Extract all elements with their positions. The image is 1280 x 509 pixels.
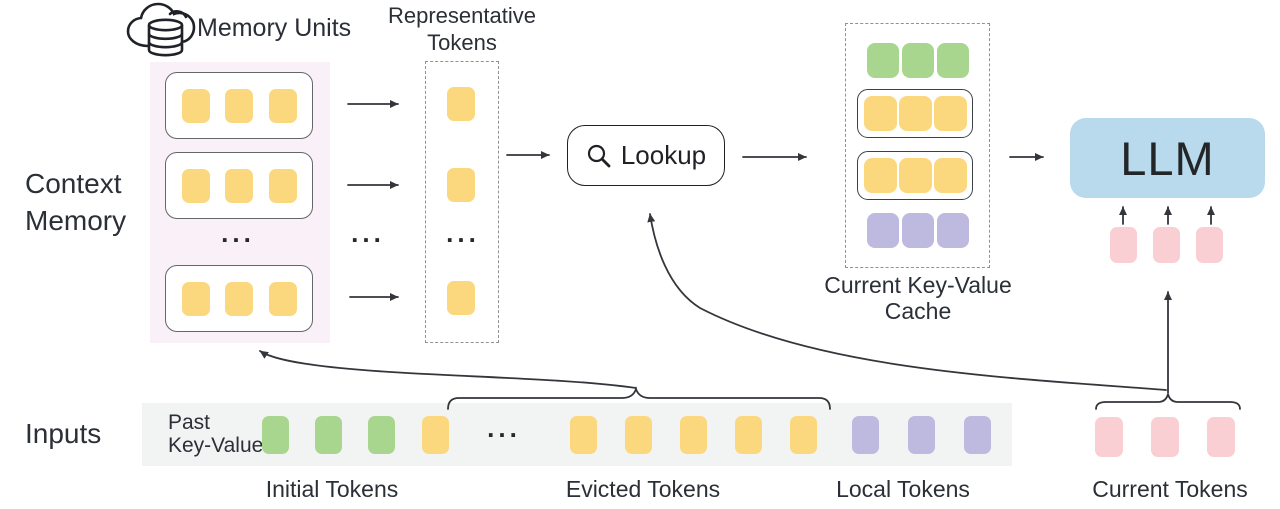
- evicted-tokens-label: Evicted Tokens: [565, 476, 721, 502]
- llm-input-token-group: [1110, 227, 1223, 263]
- representative-token-1: [447, 168, 475, 202]
- evicted-token-3: [680, 416, 707, 454]
- local-token-group: [852, 416, 991, 454]
- evicted-token-group-right: [570, 416, 817, 454]
- current-tokens-label: Current Tokens: [1092, 476, 1248, 502]
- database-top: [147, 18, 184, 32]
- current-kv-cache-box: [845, 23, 990, 268]
- cache-row-retrieved-2: [857, 151, 973, 200]
- evicted-token-4: [735, 416, 762, 454]
- cache-initial-token-3: [936, 43, 969, 78]
- current-tokens-brace: [1095, 393, 1241, 410]
- memory-unit-token-3: [268, 168, 297, 203]
- current-token-3: [1207, 417, 1235, 457]
- cache-local-token-2: [901, 213, 934, 248]
- arrow-evicted-to-context-memory: [259, 350, 637, 389]
- memory-unit-1: [165, 72, 313, 139]
- memory-unit-2: [165, 152, 313, 219]
- local-token-1: [852, 416, 879, 454]
- past-key-value-label-line1: Past: [168, 411, 211, 434]
- memory-units-stack: [150, 62, 330, 343]
- local-token-2: [908, 416, 935, 454]
- current-token-group: [1095, 417, 1235, 457]
- past-key-value-label: Past Key-Value: [168, 411, 264, 457]
- memory-unit-token-3: [268, 281, 297, 316]
- representative-token-1: [447, 87, 475, 121]
- memory-unit-token-2: [225, 281, 253, 316]
- cache-retrieved-token-3: [933, 96, 967, 131]
- current-kv-cache-label: Current Key-Value Cache: [818, 272, 1018, 324]
- llm-input-token-1: [1110, 227, 1137, 263]
- evicted-token-2: [625, 416, 652, 454]
- between-ellipsis: ...: [351, 218, 385, 248]
- representative-tokens-label: Representative Tokens: [387, 2, 537, 56]
- memory-unit-token-1: [181, 281, 210, 316]
- memory-unit-3: [165, 265, 313, 332]
- representative-slot-3: [447, 281, 475, 315]
- lookup-label: Lookup: [620, 140, 707, 170]
- cloud-inner-arc: [168, 10, 188, 19]
- representative-slot-1: [447, 87, 475, 121]
- context-memory-label-line2: Memory: [25, 205, 127, 236]
- cache-retrieved-token-2: [898, 96, 932, 131]
- past-key-value-label-line2: Key-Value: [168, 433, 264, 457]
- initial-token-group: [262, 416, 395, 454]
- context-memory-label: Context Memory: [25, 165, 126, 239]
- cache-retrieved-token-3: [933, 158, 967, 193]
- llm-input-token-3: [1196, 227, 1223, 263]
- cache-label-line1: Current Key-Value: [824, 272, 1012, 298]
- cache-retrieved-token-2: [898, 158, 932, 193]
- representative-token-1: [447, 281, 475, 315]
- past-key-value-strip: Past Key-Value: [142, 403, 1012, 466]
- current-token-1: [1095, 417, 1123, 457]
- memory-unit-token-1: [181, 168, 210, 203]
- cache-retrieved-token-1: [863, 96, 897, 131]
- database-ring-1: [147, 33, 184, 41]
- representative-slot-2: [447, 168, 475, 202]
- cache-label-line2: Cache: [884, 298, 952, 324]
- representative-tokens-label-line1: Representative: [388, 3, 536, 28]
- memory-unit-token-2: [225, 168, 253, 203]
- memory-units-title: Memory Units: [197, 14, 352, 42]
- current-token-2: [1151, 417, 1179, 457]
- evicted-token-1: [422, 416, 449, 454]
- llm-input-token-2: [1153, 227, 1180, 263]
- initial-token-3: [368, 416, 395, 454]
- inputs-label: Inputs: [25, 418, 102, 449]
- cache-retrieved-token-1: [863, 158, 897, 193]
- cache-local-token-1: [866, 213, 899, 248]
- evicted-ellipsis: ...: [487, 413, 521, 443]
- memory-unit-token-3: [268, 88, 297, 123]
- context-memory-label-line1: Context: [25, 168, 122, 199]
- local-token-3: [964, 416, 991, 454]
- llm-box: LLM: [1070, 118, 1265, 198]
- evicted-token-5: [790, 416, 817, 454]
- lookup-button: Lookup: [567, 125, 725, 186]
- memory-unit-token-2: [225, 88, 253, 123]
- representative-ellipsis: ...: [446, 218, 480, 248]
- magnifier-icon: [587, 144, 611, 167]
- evicted-token-group-left: [422, 416, 449, 454]
- database-ring-2: [147, 41, 184, 49]
- cache-local-token-3: [936, 213, 969, 248]
- initial-tokens-label: Initial Tokens: [265, 476, 399, 502]
- cloud-outline: [126, 2, 196, 48]
- local-tokens-label: Local Tokens: [836, 476, 970, 502]
- cache-row-retrieved-1: [857, 89, 973, 138]
- cache-row-initial: [846, 43, 989, 78]
- representative-tokens-label-line2: Tokens: [427, 30, 497, 55]
- evicted-token-1: [570, 416, 597, 454]
- initial-token-1: [262, 416, 289, 454]
- cache-initial-token-1: [866, 43, 899, 78]
- cache-initial-token-2: [901, 43, 934, 78]
- cache-row-local: [846, 213, 989, 248]
- memory-units-ellipsis: ...: [221, 218, 255, 248]
- llm-label: LLM: [1120, 131, 1215, 185]
- memory-unit-token-1: [181, 88, 210, 123]
- cloud-database-icon: [126, 2, 196, 57]
- initial-token-2: [315, 416, 342, 454]
- representative-tokens-box: [425, 61, 499, 343]
